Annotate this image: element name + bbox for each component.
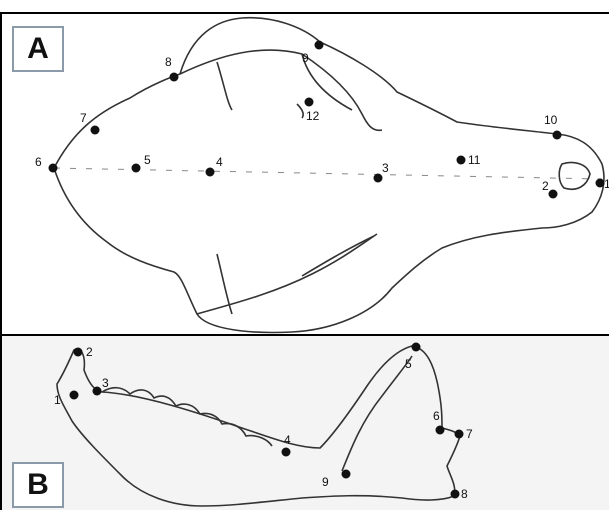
- mandible-landmark-dot-8: [451, 490, 460, 499]
- skull-landmark-dot-5: [132, 164, 141, 173]
- skull-outline: [54, 18, 604, 333]
- mandible-landmark-label-1: 1: [54, 393, 61, 407]
- skull-landmark-label-3: 3: [382, 161, 389, 175]
- mandible-landmark-dot-2: [74, 348, 83, 357]
- mandible-landmark-dot-5: [412, 343, 421, 352]
- mandible-landmark-label-4: 4: [284, 433, 291, 447]
- skull-landmark-label-9: 9: [302, 51, 309, 65]
- skull-landmark-label-11: 11: [468, 153, 481, 167]
- skull-landmark-dot-7: [91, 126, 100, 135]
- mandible-landmark-label-5: 5: [405, 357, 412, 371]
- mandible-outline: [57, 346, 460, 506]
- mandible-landmark-label-9: 9: [322, 475, 329, 489]
- skull-landmark-label-12: 12: [306, 109, 320, 123]
- skull-landmark-label-2: 2: [542, 179, 549, 193]
- skull-landmark-label-6: 6: [35, 155, 42, 169]
- panel-b-label: B: [12, 462, 64, 508]
- skull-landmark-dot-10: [553, 131, 562, 140]
- skull-landmark-dot-9: [315, 41, 324, 50]
- mandible-landmark-label-6: 6: [433, 409, 440, 423]
- skull-landmark-label-5: 5: [144, 153, 151, 167]
- skull-landmark-dot-6: [49, 164, 58, 173]
- skull-landmark-dot-12: [305, 98, 314, 107]
- skull-landmark-label-1: 1: [604, 177, 609, 191]
- skull-landmark-label-8: 8: [165, 55, 172, 69]
- skull-landmark-dot-8: [170, 73, 179, 82]
- mandible-landmark-dot-1: [70, 391, 79, 400]
- skull-landmark-dot-11: [457, 156, 466, 165]
- mandible-landmark-dot-7: [455, 430, 464, 439]
- mandible-lateral-drawing: 1 2 3 4 5 6 7 8 9: [2, 336, 609, 510]
- mandible-landmark-label-7: 7: [466, 427, 473, 441]
- mandible-landmark-dot-4: [282, 448, 291, 457]
- mandible-landmark-dot-3: [93, 387, 102, 396]
- mandible-landmark-label-8: 8: [461, 487, 468, 501]
- mandible-landmark-label-2: 2: [86, 345, 93, 359]
- panel-a-label: A: [12, 26, 64, 72]
- mandible-landmark-label-3: 3: [102, 376, 109, 390]
- skull-landmark-dot-2: [549, 190, 558, 199]
- skull-landmark-label-10: 10: [544, 113, 558, 127]
- skull-landmark-label-7: 7: [80, 111, 87, 125]
- panel-b-mandible-lateral: 1 2 3 4 5 6 7 8 9 B: [0, 336, 609, 510]
- mandible-landmark-dot-6: [436, 426, 445, 435]
- skull-landmark-dot-4: [206, 168, 215, 177]
- skull-landmark-label-4: 4: [216, 155, 223, 169]
- mandible-landmark-dot-9: [342, 470, 351, 479]
